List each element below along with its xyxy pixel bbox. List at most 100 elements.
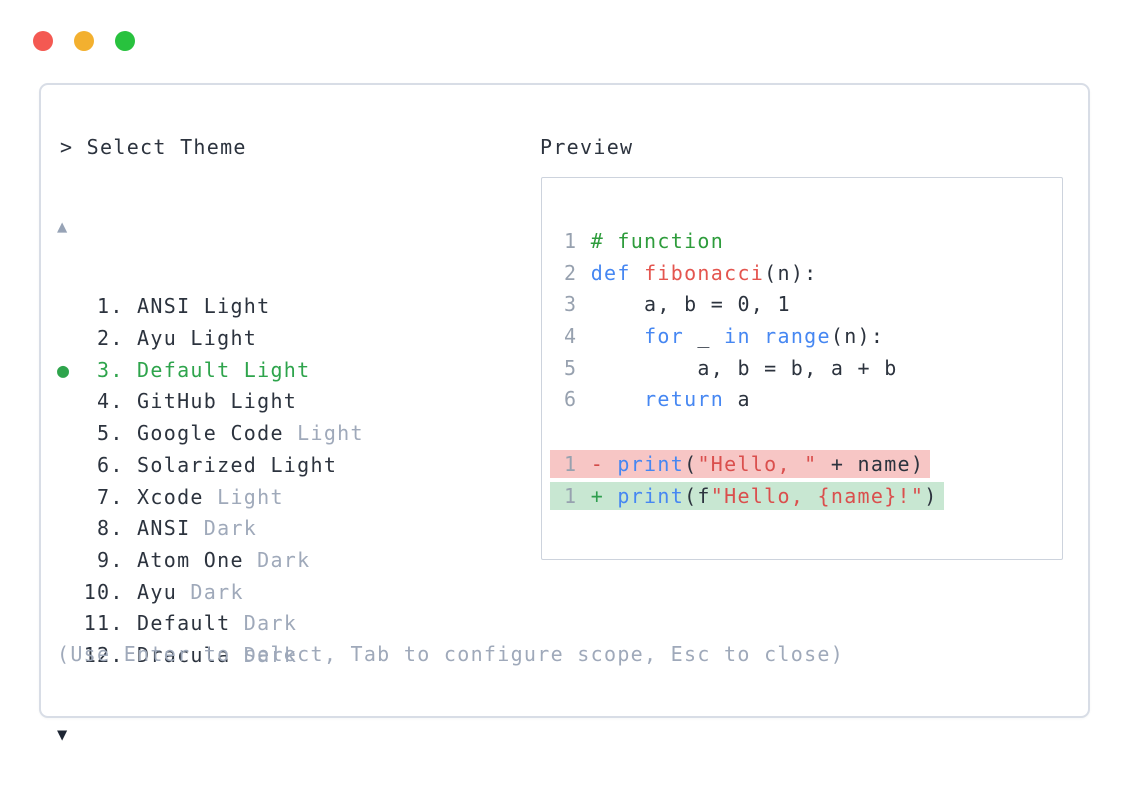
- theme-list-item[interactable]: 6. Solarized Light: [57, 450, 364, 482]
- theme-variant: Light: [283, 421, 364, 446]
- theme-variant: Dark: [177, 579, 244, 604]
- code-line: 4 for _ in range(n):: [564, 321, 1062, 353]
- line-number: 3: [564, 292, 591, 317]
- code-token: "Hello, ": [697, 452, 818, 477]
- code-token: _: [684, 324, 725, 349]
- theme-picker-window: > Select Theme Preview ▲ 1. ANSI Light 2…: [39, 83, 1090, 745]
- maximize-button[interactable]: [115, 31, 135, 51]
- code-token: (n):: [830, 324, 885, 349]
- theme-variant: Dark: [230, 611, 298, 636]
- marker-spacer: [57, 485, 84, 509]
- diff-removed-line: 1 - print("Hello, " + name): [550, 448, 1062, 480]
- selected-dot-icon: ●: [57, 357, 84, 382]
- code-token: (n):: [764, 260, 818, 285]
- code-line: 3 a, b = 0, 1: [564, 289, 1062, 321]
- theme-list: ▲ 1. ANSI Light 2. Ayu Light ● 3. Default…: [57, 164, 364, 799]
- code-token: "Hello, {name}!": [710, 484, 925, 508]
- code-token: print: [617, 484, 685, 508]
- line-number: 1: [564, 484, 591, 508]
- diff-added-line: 1 + print(f"Hello, {name}!"): [550, 480, 1062, 512]
- marker-spacer: [57, 611, 84, 635]
- line-number: 5: [564, 355, 591, 380]
- code-token: def: [590, 260, 631, 285]
- marker-spacer: [57, 453, 84, 477]
- added-highlight: 1 + print(f"Hello, {name}!"): [550, 482, 944, 510]
- code-token: [591, 324, 644, 348]
- marker-spacer: [57, 326, 84, 350]
- diff-minus-sign: -: [590, 452, 618, 477]
- code-token: a, b = 0, 1: [590, 292, 791, 317]
- theme-name: 11. Default: [83, 611, 231, 636]
- prompt-label: > Select Theme: [60, 135, 247, 159]
- diff-plus-sign: +: [590, 484, 618, 508]
- code-token: for: [644, 324, 685, 349]
- removed-highlight: 1 - print("Hello, " + name): [550, 450, 931, 479]
- theme-variant: Dark: [230, 642, 298, 667]
- code-token: in: [724, 324, 751, 349]
- marker-spacer: [57, 389, 84, 413]
- code-token: fibonacci: [644, 260, 765, 285]
- code-token: (: [684, 452, 698, 477]
- footer-hint: (Use Enter to select, Tab to configure s…: [57, 642, 845, 666]
- scroll-up-icon[interactable]: ▲: [57, 216, 69, 237]
- theme-list-item[interactable]: 10. Ayu Dark: [57, 577, 364, 609]
- line-number: 4: [564, 324, 591, 349]
- scroll-down-icon[interactable]: ▼: [57, 724, 69, 745]
- theme-name: 2. Ayu Light: [83, 326, 258, 351]
- theme-list-item[interactable]: 9. Atom One Dark: [57, 545, 364, 577]
- theme-list-item[interactable]: 4. GitHub Light: [57, 386, 364, 418]
- theme-list-item[interactable]: 1. ANSI Light: [57, 291, 364, 323]
- theme-list-item[interactable]: 5. Google Code Light: [57, 418, 364, 450]
- code-token: return: [644, 387, 725, 412]
- line-number: 2: [564, 260, 591, 285]
- marker-spacer: [57, 294, 84, 318]
- code-line: 1 # function: [564, 226, 1062, 258]
- theme-name: 8. ANSI: [83, 516, 191, 541]
- preview-title: Preview: [540, 135, 634, 159]
- code-token: [751, 324, 764, 348]
- code-token: [631, 261, 644, 285]
- code-token: ): [924, 484, 938, 508]
- theme-name: 6. Solarized Light: [83, 452, 338, 477]
- code-line: 2 def fibonacci(n):: [564, 258, 1062, 290]
- theme-name: 1. ANSI Light: [83, 294, 271, 319]
- theme-list-item[interactable]: 7. Xcode Light: [57, 482, 364, 514]
- close-button[interactable]: [33, 31, 53, 51]
- theme-name: 3. Default Light: [83, 357, 311, 382]
- code-token: a, b = b, a + b: [590, 355, 898, 380]
- theme-name: 4. GitHub Light: [83, 389, 298, 414]
- theme-name: 9. Atom One: [83, 547, 244, 572]
- theme-list-item[interactable]: 11. Default Dark: [57, 608, 364, 640]
- code-token: + name): [817, 452, 925, 477]
- theme-list-item[interactable]: 8. ANSI Dark: [57, 513, 364, 545]
- marker-spacer: [57, 421, 84, 445]
- code-token: print: [617, 452, 685, 477]
- theme-name: 5. Google Code: [83, 421, 284, 446]
- line-number: 1: [564, 452, 591, 477]
- code-token: range: [764, 324, 831, 349]
- marker-spacer: [57, 516, 84, 540]
- line-number: 1: [564, 229, 591, 253]
- code-token: [591, 387, 644, 411]
- theme-list-item[interactable]: ● 3. Default Light: [57, 355, 364, 387]
- marker-spacer: [57, 580, 84, 604]
- line-number: 6: [564, 387, 591, 412]
- code-line: [564, 416, 1062, 448]
- theme-variant: Dark: [243, 547, 311, 572]
- code-token: (f: [684, 484, 711, 508]
- minimize-button[interactable]: [74, 31, 94, 51]
- code-line: 5 a, b = b, a + b: [564, 353, 1062, 385]
- theme-name: 10. Ayu: [83, 579, 178, 604]
- theme-variant: Light: [203, 484, 284, 509]
- theme-name: 12. Dracula: [83, 642, 231, 667]
- window-controls: [33, 31, 135, 51]
- code-token: # function: [590, 229, 725, 253]
- theme-list-item[interactable]: 2. Ayu Light: [57, 323, 364, 355]
- theme-list-item[interactable]: 12. Dracula Dark: [57, 640, 364, 672]
- code-line: 6 return a: [564, 384, 1062, 416]
- theme-variant: Dark: [190, 516, 258, 541]
- code-token: a: [724, 387, 751, 412]
- marker-spacer: [57, 548, 84, 572]
